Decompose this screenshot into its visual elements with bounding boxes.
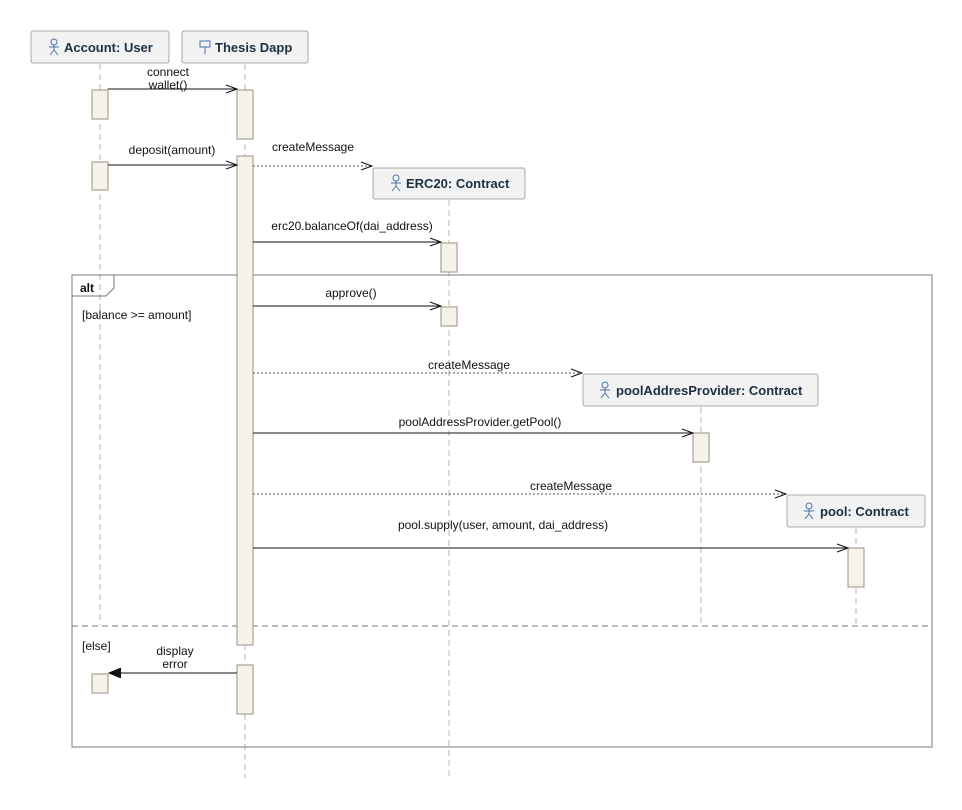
alt-guard-if: [balance >= amount] [82, 308, 191, 322]
activation-dapp-1 [236, 89, 254, 140]
actor-icon [49, 38, 59, 56]
actor-icon [804, 502, 814, 520]
activation-erc20-1 [440, 242, 458, 273]
alt-operator-tab [72, 275, 115, 297]
message-supply[interactable]: pool.supply(user, amount, dai_address) [253, 518, 850, 553]
alt-operator-label: alt [80, 281, 94, 295]
participant-user[interactable]: Account: User [30, 30, 170, 64]
activation-provider-1 [692, 432, 710, 463]
participant-provider[interactable]: poolAddresProvider: Contract [582, 373, 819, 407]
message-balance-of[interactable]: erc20.balanceOf(dai_address) [253, 219, 443, 247]
activation-erc20-2 [440, 306, 458, 327]
participant-dapp[interactable]: Thesis Dapp [181, 30, 309, 64]
message-label: createMessage [428, 358, 510, 372]
alt-frame [71, 274, 933, 748]
message-label: display [156, 644, 193, 658]
activation-dapp-3 [236, 664, 254, 715]
message-approve[interactable]: approve() [253, 286, 443, 311]
activation-user-1 [91, 89, 109, 120]
message-label: wallet() [148, 78, 188, 92]
participant-provider-label: poolAddresProvider: Contract [616, 383, 803, 398]
participant-erc20[interactable]: ERC20: Contract [372, 167, 526, 200]
activation-user-2 [91, 161, 109, 191]
message-deposit[interactable]: deposit(amount) [108, 143, 239, 170]
activation-dapp-2 [236, 155, 254, 646]
participant-pool-label: pool: Contract [820, 504, 909, 519]
message-label: pool.supply(user, amount, dai_address) [398, 518, 608, 532]
message-create-erc20[interactable]: createMessage [253, 140, 374, 171]
participant-user-label: Account: User [64, 40, 153, 55]
participant-dapp-label: Thesis Dapp [215, 40, 292, 55]
message-label: deposit(amount) [129, 143, 216, 157]
message-label: erc20.balanceOf(dai_address) [271, 219, 432, 233]
activation-user-3 [91, 673, 109, 694]
message-get-pool[interactable]: poolAddressProvider.getPool() [253, 415, 695, 438]
message-create-pool[interactable]: createMessage [253, 479, 788, 499]
activation-pool-1 [847, 547, 865, 588]
alt-guard-else: [else] [82, 639, 111, 653]
message-connect-wallet[interactable]: connect wallet() [108, 65, 239, 94]
message-create-provider[interactable]: createMessage [253, 358, 584, 378]
alt-fragment: alt [balance >= amount] [else] [71, 274, 933, 748]
message-label: error [162, 657, 187, 671]
participant-pool[interactable]: pool: Contract [786, 494, 926, 528]
participant-erc20-label: ERC20: Contract [406, 176, 510, 191]
message-label: approve() [325, 286, 376, 300]
component-icon [199, 40, 211, 54]
actor-icon [600, 381, 610, 399]
message-label: createMessage [272, 140, 354, 154]
actor-icon [391, 174, 401, 192]
message-label: createMessage [530, 479, 612, 493]
message-display-error[interactable]: display error [109, 644, 237, 673]
message-label: poolAddressProvider.getPool() [399, 415, 562, 429]
message-label: connect [147, 65, 190, 79]
